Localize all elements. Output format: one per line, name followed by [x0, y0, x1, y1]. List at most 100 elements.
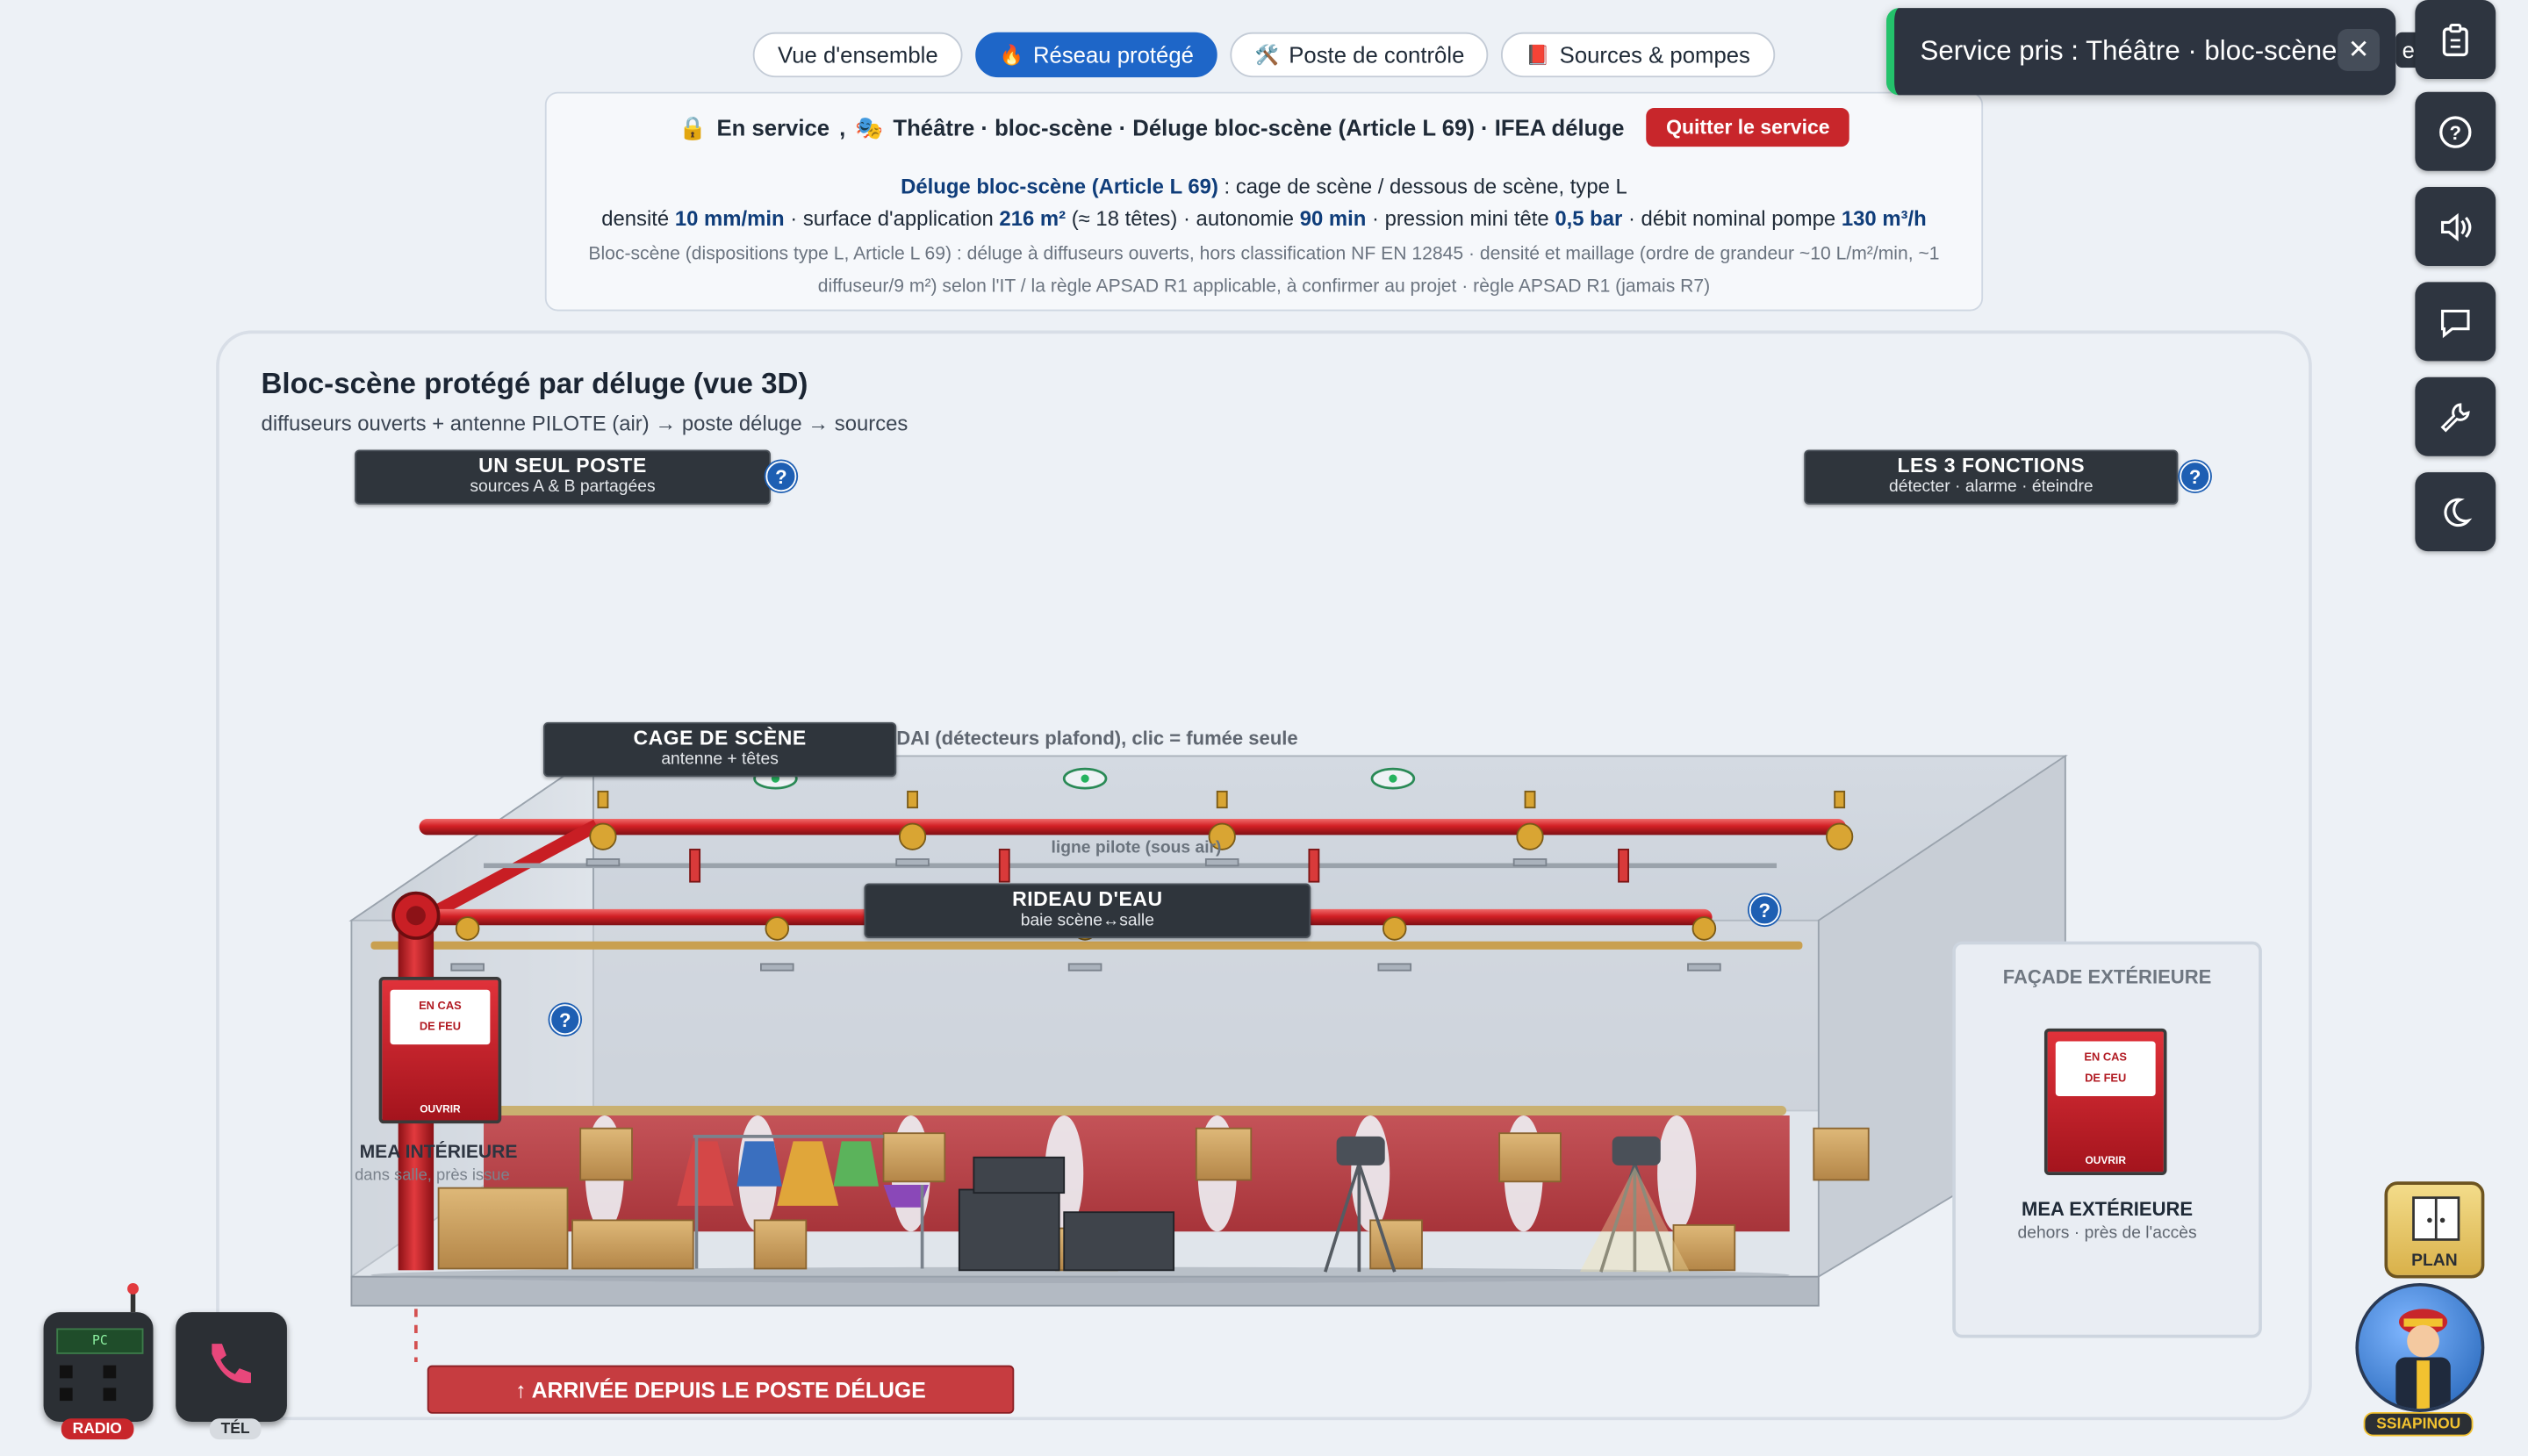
- book-icon: 📕: [1526, 43, 1550, 67]
- plan-label: PLAN: [2411, 1251, 2458, 1271]
- param-flow: 130 m³/h: [1841, 206, 1927, 231]
- service-state: En service: [716, 114, 830, 140]
- wrench-icon: [2440, 402, 2470, 432]
- plate-title: LES 3 FONCTIONS: [1897, 454, 2086, 477]
- mea-open-label: OUVRIR: [420, 1104, 461, 1115]
- param-surface: 216 m²: [999, 206, 1066, 231]
- mea-card: EN CAS DE FEU: [2055, 1041, 2156, 1096]
- toast-message: Service pris : Théâtre · bloc-scène: [1920, 35, 2338, 67]
- arrival-from-deluge-post-button[interactable]: ↑ ARRIVÉE DEPUIS LE POSTE DÉLUGE: [427, 1365, 1015, 1414]
- dai-detectors-label: DAI (détecteurs plafond), clic = fumée s…: [896, 727, 1298, 750]
- mea-exterior-title: MEA EXTÉRIEURE: [2021, 1197, 2194, 1221]
- radio-key-icon: [59, 1388, 73, 1402]
- chat-button[interactable]: [2415, 282, 2496, 362]
- phone-icon: [212, 1344, 251, 1383]
- facade-title: FAÇADE EXTÉRIEURE: [2002, 965, 2212, 988]
- status-separator: ,: [839, 114, 846, 140]
- floor-plan-icon: [2412, 1196, 2460, 1241]
- pilot-line-label: ligne pilote (sous air): [1051, 838, 1222, 858]
- help-button[interactable]: ?: [2415, 91, 2496, 171]
- radio-label: RADIO: [61, 1418, 133, 1440]
- plate-title: CAGE DE SCÈNE: [633, 727, 807, 750]
- toast-close-button[interactable]: ✕: [2338, 29, 2380, 71]
- help-three-functions-icon[interactable]: ?: [2180, 461, 2211, 492]
- phone-button[interactable]: [176, 1312, 287, 1422]
- close-icon: ✕: [2347, 37, 2370, 65]
- quit-service-button[interactable]: Quitter le service: [1647, 108, 1849, 147]
- plate-subtitle: sources A & B partagées: [470, 477, 656, 497]
- fire-icon: 🔥: [999, 43, 1023, 67]
- plate-single-post: UN SEUL POSTE sources A & B partagées: [355, 449, 771, 505]
- radio-key-icon: [59, 1365, 73, 1379]
- radio-button[interactable]: PC: [43, 1283, 154, 1422]
- theatre-mask-icon: 🎭: [855, 113, 884, 140]
- help-mea-interior-icon[interactable]: ?: [549, 1004, 581, 1036]
- mea-exterior-subtitle: dehors · près de l'accès: [2017, 1223, 2197, 1244]
- avatar-ssiapinou[interactable]: [2355, 1283, 2485, 1412]
- help-water-curtain-icon[interactable]: ?: [1749, 894, 1780, 926]
- mea-interior-subtitle: dans salle, près issue: [355, 1166, 510, 1185]
- tools-icon: 🛠️: [1254, 43, 1280, 67]
- service-status-row: 🔒 En service , 🎭 Théâtre · bloc-scène · …: [547, 108, 1982, 147]
- mea-open-label: OUVRIR: [2085, 1155, 2126, 1167]
- speaker-icon: [2441, 212, 2472, 241]
- param-label: densité: [601, 206, 675, 231]
- firefighter-avatar-icon: [2395, 1309, 2451, 1409]
- tab-overview[interactable]: Vue d'ensemble: [753, 32, 963, 78]
- plate-title: RIDEAU D'EAU: [1012, 888, 1163, 911]
- mea-card-line: EN CAS: [419, 1001, 462, 1013]
- radio-screen: PC: [56, 1328, 144, 1354]
- service-context: Théâtre · bloc-scène · Déluge bloc-scène…: [893, 114, 1625, 140]
- system-params: densité 10 mm/min · surface d'applicatio…: [547, 206, 1982, 231]
- tab-control-post[interactable]: 🛠️ Poste de contrôle: [1231, 32, 1489, 78]
- system-name: Déluge bloc-scène (Article L 69): [901, 174, 1218, 198]
- plate-subtitle: baie scène↔salle: [1020, 910, 1154, 930]
- radio-key-icon: [103, 1365, 117, 1379]
- panel-subtitle: diffuseurs ouverts + antenne PILOTE (air…: [261, 411, 908, 435]
- mea-card-line: DE FEU: [2085, 1073, 2127, 1086]
- param-label: · pression mini tête: [1366, 206, 1555, 231]
- chat-bubble-icon: [2441, 309, 2470, 338]
- panel-title: Bloc-scène protégé par déluge (vue 3D): [261, 367, 808, 400]
- dark-mode-button[interactable]: [2415, 472, 2496, 552]
- svg-text:?: ?: [2450, 121, 2461, 143]
- tab-protected-network[interactable]: 🔥 Réseau protégé: [974, 32, 1218, 78]
- plan-button[interactable]: PLAN: [2384, 1181, 2485, 1279]
- mea-exterior-box[interactable]: EN CAS DE FEU OUVRIR: [2043, 1028, 2167, 1175]
- mea-interior-title: MEA INTÉRIEURE: [359, 1143, 518, 1163]
- tab-bar: Vue d'ensemble 🔥 Réseau protégé 🛠️ Poste d…: [0, 32, 2528, 78]
- lock-icon: 🔒: [679, 113, 707, 140]
- service-info-box: 🔒 En service , 🎭 Théâtre · bloc-scène · …: [544, 91, 1984, 312]
- tab-sources-pumps-label: Sources & pompes: [1559, 41, 1750, 68]
- plate-water-curtain[interactable]: RIDEAU D'EAU baie scène↔salle: [864, 883, 1311, 938]
- plate-subtitle: détecter · alarme · éteindre: [1889, 477, 2094, 497]
- param-label: · surface d'application: [784, 206, 1000, 231]
- phone-label: TÉL: [209, 1418, 262, 1440]
- param-pressure: 0,5 bar: [1555, 206, 1623, 231]
- moon-icon: [2444, 497, 2473, 527]
- plate-stage-cage[interactable]: CAGE DE SCÈNE antenne + têtes: [542, 721, 897, 778]
- tab-protected-network-label: Réseau protégé: [1032, 41, 1194, 68]
- tools-button[interactable]: [2415, 377, 2496, 456]
- plate-subtitle: antenne + têtes: [661, 750, 779, 770]
- param-label: · débit nominal pompe: [1622, 206, 1842, 231]
- clipboard-button[interactable]: [2415, 0, 2496, 79]
- plate-three-functions: LES 3 FONCTIONS détecter · alarme · étei…: [1804, 449, 2179, 505]
- param-density: 10 mm/min: [674, 206, 785, 231]
- sound-button[interactable]: [2415, 187, 2496, 267]
- tab-sources-pumps[interactable]: 📕 Sources & pompes: [1501, 32, 1775, 78]
- radio-antenna: [130, 1289, 136, 1313]
- avatar-label: SSIAPINOU: [2363, 1411, 2474, 1437]
- tab-control-post-label: Poste de contrôle: [1289, 41, 1465, 68]
- help-circle-icon: ?: [2439, 115, 2472, 147]
- radio-led-icon: [127, 1283, 139, 1295]
- tab-overview-label: Vue d'ensemble: [778, 41, 938, 68]
- regulation-note: Bloc-scène (dispositions type L, Article…: [588, 245, 1940, 297]
- help-single-post-icon[interactable]: ?: [765, 461, 797, 492]
- plate-title: UN SEUL POSTE: [478, 454, 647, 477]
- radio-key-icon: [103, 1388, 117, 1402]
- system-line: Déluge bloc-scène (Article L 69) : cage …: [547, 174, 1982, 198]
- mea-card-line: EN CAS: [2084, 1052, 2128, 1065]
